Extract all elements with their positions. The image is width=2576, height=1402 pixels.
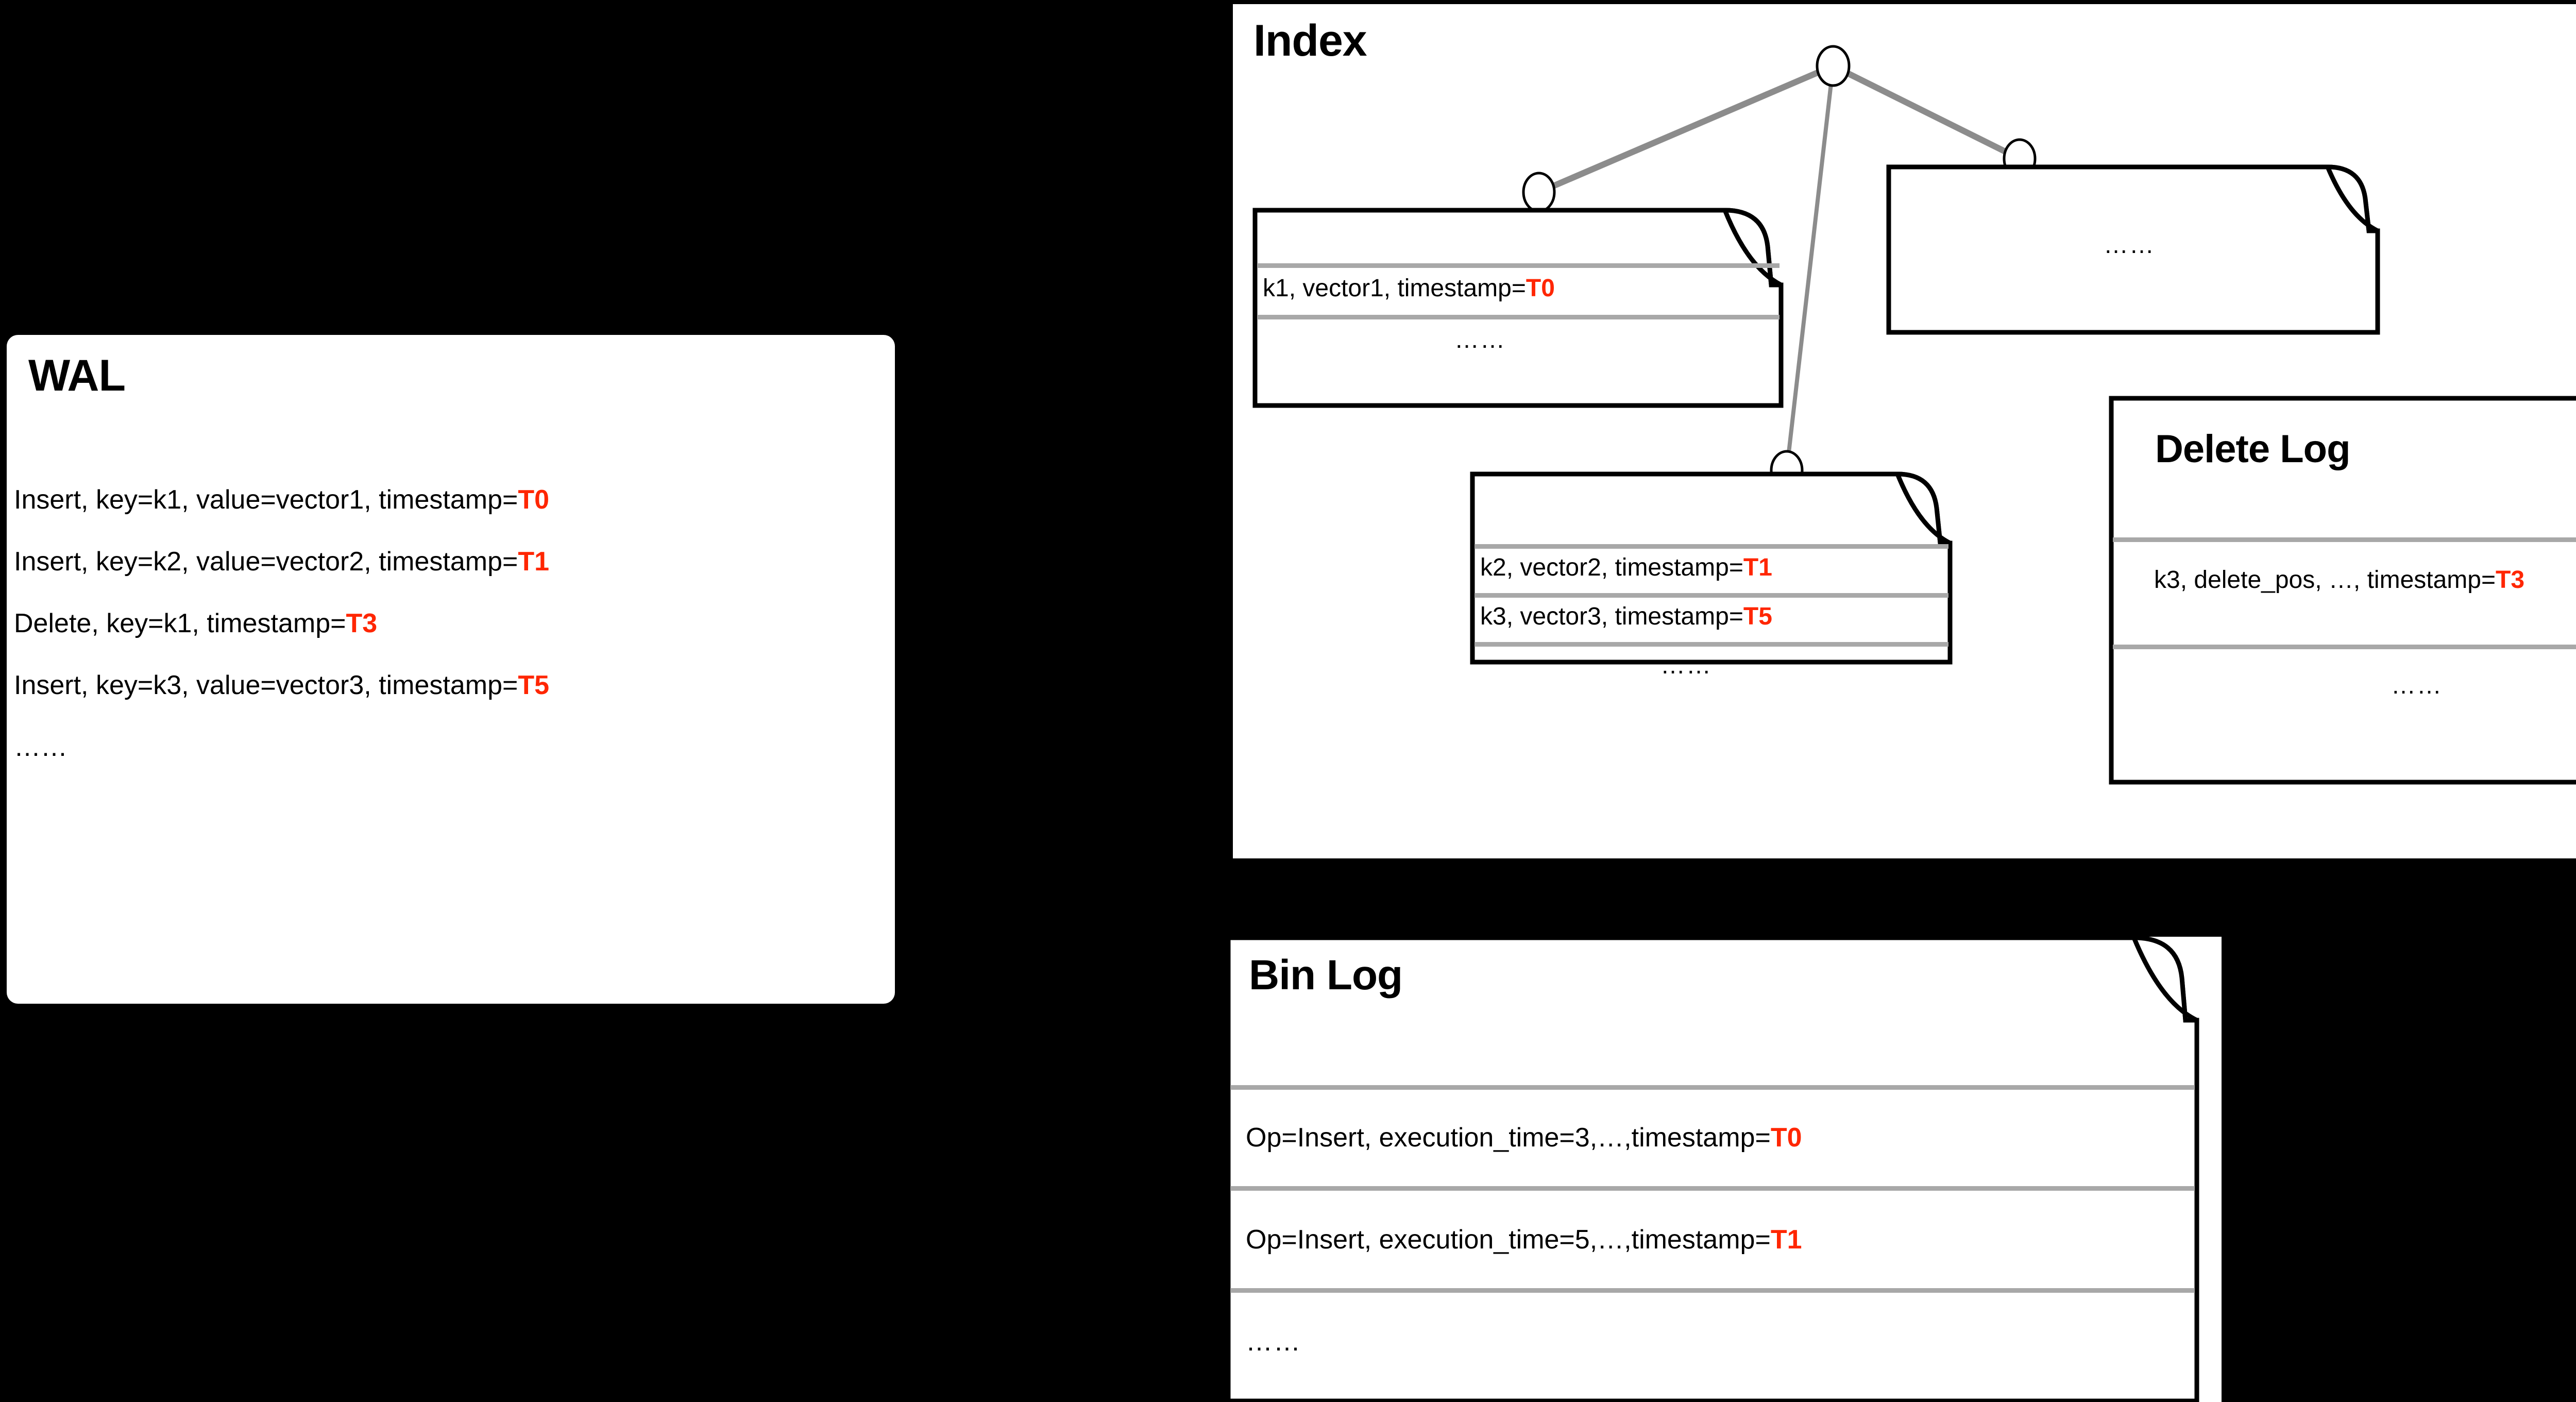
bin-log-row: Op=Insert, execution_time=5,…,timestamp=… [1246, 1224, 1802, 1255]
leaf-k1-separator [1257, 315, 1780, 319]
leaf-k1-row-text: k1, vector1, timestamp= [1263, 275, 1526, 302]
delete-log-doc [2109, 396, 2576, 785]
bin-log-row-text: Op=Insert, execution_time=5,…,timestamp= [1246, 1225, 1771, 1255]
wal-row: Insert, key=k3, value=vector3, timestamp… [14, 670, 549, 701]
delete-log-row: k3, delete_pos, …, timestamp=T3 [2154, 566, 2524, 594]
bin-log-doc-svg [1226, 935, 2199, 1402]
leaf-k2k3-separator [1475, 593, 1948, 598]
wal-row: Insert, key=k2, value=vector2, timestamp… [14, 546, 549, 577]
bin-log-separator [1230, 1186, 2195, 1191]
bin-log-row-ellipsis: …… [1246, 1327, 1301, 1357]
bin-log-separator [1230, 1288, 2195, 1293]
wal-card: WAL Insert, key=k1, value=vector1, times… [7, 335, 895, 1004]
leaf-k2k3-row-text: k3, vector3, timestamp= [1480, 603, 1743, 630]
leaf-right-row-ellipsis: …… [2104, 231, 2155, 259]
leaf-k2k3-row: k3, vector3, timestamp=T5 [1480, 602, 1772, 631]
leaf-k2k3-row-timestamp: T1 [1743, 554, 1772, 581]
wal-row-ellipsis: …… [14, 732, 67, 762]
wal-row-text: Insert, key=k3, value=vector3, timestamp… [14, 670, 518, 700]
tree-node-root[interactable] [1816, 45, 1851, 87]
leaf-doc-k1 [1252, 208, 1784, 408]
index-title: Index [1253, 16, 1367, 65]
leaf-k1-row: k1, vector1, timestamp=T0 [1263, 274, 1555, 302]
wal-row-text: Insert, key=k1, value=vector1, timestamp… [14, 485, 518, 515]
leaf-k1-separator [1257, 263, 1780, 268]
leaf-k2k3-separator [1475, 544, 1948, 549]
bin-log-row-timestamp: T1 [1770, 1225, 1802, 1255]
bin-log-card: Bin Log Op=Insert, execution_time=3,…,ti… [1226, 935, 2222, 1402]
wal-row-text: Delete, key=k1, timestamp= [14, 609, 346, 638]
bin-log-row-text: Op=Insert, execution_time=3,…,timestamp= [1246, 1123, 1771, 1153]
leaf-doc-k2k3 [1470, 471, 1953, 665]
leaf-k2k3-row-text: k2, vector2, timestamp= [1480, 554, 1743, 581]
leaf-doc-right [1886, 164, 2380, 335]
bin-log-separator [1230, 1085, 2195, 1090]
tree-edge-left [1537, 63, 1835, 195]
delete-log-row-timestamp: T3 [2496, 566, 2525, 594]
wal-row: Insert, key=k1, value=vector1, timestamp… [14, 484, 549, 515]
leaf-k1-row-timestamp: T0 [1526, 275, 1555, 302]
leaf-k2k3-row: k2, vector2, timestamp=T1 [1480, 553, 1772, 582]
bin-log-row-timestamp: T0 [1770, 1123, 1802, 1153]
leaf-k1-row-ellipsis: …… [1454, 326, 1506, 353]
leaf-k2k3-separator [1475, 642, 1948, 647]
leaf-k2k3-row-timestamp: T5 [1743, 603, 1772, 630]
wal-row-timestamp: T1 [518, 547, 550, 577]
index-tree-svg [1252, 45, 2576, 785]
wal-title: WAL [28, 351, 126, 400]
tree-edge-middle [1785, 65, 1835, 471]
index-panel: Index k1 [1233, 4, 2576, 858]
tree-node-left[interactable] [1522, 172, 1556, 213]
delete-log-row-ellipsis: …… [2391, 672, 2443, 699]
delete-log-separator [2113, 645, 2576, 649]
delete-log-title: Delete Log [2155, 427, 2350, 471]
wal-row-timestamp: T3 [346, 609, 378, 638]
wal-row-timestamp: T5 [518, 670, 550, 700]
delete-log-separator [2113, 537, 2576, 542]
wal-row-timestamp: T0 [518, 485, 550, 515]
leaf-k2k3-row-ellipsis: …… [1660, 652, 1712, 679]
wal-row-text: Insert, key=k2, value=vector2, timestamp… [14, 547, 518, 577]
wal-row: Delete, key=k1, timestamp=T3 [14, 608, 377, 639]
bin-log-row: Op=Insert, execution_time=3,…,timestamp=… [1246, 1122, 1802, 1153]
tree-edge-right [1832, 63, 2021, 162]
delete-log-row-text: k3, delete_pos, …, timestamp= [2154, 566, 2496, 594]
bin-log-title: Bin Log [1249, 952, 1403, 999]
